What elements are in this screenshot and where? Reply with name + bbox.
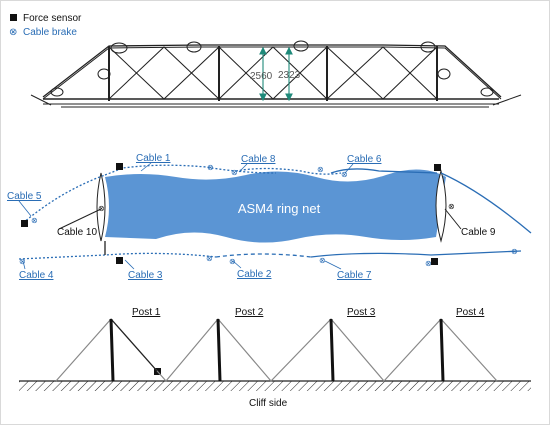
dimension-arrowhead-b-bottom <box>285 93 293 102</box>
left-post-lens <box>96 172 106 242</box>
elevation-loop-5 <box>97 68 111 80</box>
force-sensor-cable7 <box>431 258 438 265</box>
cable-3-line <box>18 252 217 260</box>
cliff-side-label: Cliff side <box>249 398 288 409</box>
cable-4-leader <box>22 260 26 270</box>
elevation-diagonals-a <box>108 46 438 100</box>
cable-3-label: Cable 3 <box>128 270 163 281</box>
elevation-loop-1 <box>110 42 128 54</box>
cable-labels: Cable 1 Cable 8 Cable 6 Cable 5 Cable 10… <box>7 153 496 281</box>
force-sensor-cable3 <box>116 257 123 264</box>
cable-6-label: Cable 6 <box>347 154 382 165</box>
lower-cables <box>18 241 522 260</box>
cable-5-leader <box>18 200 32 217</box>
label-leaders <box>18 162 354 270</box>
elevation-left-anchor <box>30 94 52 106</box>
elevation-dimensions <box>259 46 293 102</box>
cable-3-leader <box>124 259 135 270</box>
cable-5-label: Cable 5 <box>7 191 42 202</box>
ground-hatch <box>19 381 531 391</box>
section-post-1 <box>109 318 115 382</box>
post-3-label: Post 3 <box>347 307 376 318</box>
cable-9-tail <box>440 172 532 234</box>
section-post-2 <box>216 318 222 382</box>
cable-7-leader <box>324 260 342 270</box>
force-sensor-cable1 <box>116 163 123 170</box>
section-guy-lines <box>55 318 498 382</box>
post-2-label: Post 2 <box>235 307 264 318</box>
cable-7-line <box>310 250 522 258</box>
cable-brake-icon: ⊗ <box>206 254 213 263</box>
elevation-loop-2 <box>186 41 202 53</box>
cable-brake-icon: ⊗ <box>9 27 17 38</box>
cable-brake-icon: ⊗ <box>317 165 324 174</box>
dimension-arrowhead-a-top <box>259 46 267 55</box>
cable-8-label: Cable 8 <box>241 154 276 165</box>
elevation-loop-3 <box>293 40 309 52</box>
cable-brakes: ⊗ ⊗ ⊗ ⊗ ⊗ ⊗ ⊗ ⊗ ⊗ ⊗ ⊗ ⊗ ⊗ <box>19 163 518 268</box>
elevation-loop-8 <box>480 87 494 97</box>
elevation-loop-6 <box>437 68 451 80</box>
cable-8-line <box>235 167 342 175</box>
right-post-lens <box>435 169 447 243</box>
cable-2-leader <box>232 260 242 269</box>
elevation-view <box>30 40 522 108</box>
cable-brake-icon: ⊗ <box>341 170 348 179</box>
legend: Force sensor ⊗ Cable brake <box>9 13 82 38</box>
cable-2-line <box>215 253 312 258</box>
elevation-loop-4 <box>420 41 436 53</box>
cable-4-label: Cable 4 <box>19 270 54 281</box>
cable-brake-icon: ⊗ <box>31 216 38 225</box>
dimension-arrowhead-b-top <box>285 46 293 55</box>
dimension-arrowhead-a-bottom <box>259 93 267 102</box>
cable-brake-icon: ⊗ <box>229 257 236 266</box>
section-sensor-cable <box>110 318 158 372</box>
cable-brake-icon: ⊗ <box>511 247 518 256</box>
cable-6-leader <box>344 163 354 174</box>
cable-brake-icon: ⊗ <box>207 163 214 172</box>
post-4-label: Post 4 <box>456 307 485 318</box>
cable-1-line <box>104 164 277 176</box>
cable-9-leader <box>444 208 462 230</box>
cable-brake-icon: ⊗ <box>319 256 326 265</box>
elevation-right-anchor <box>492 94 522 106</box>
cable-brake-icon: ⊗ <box>231 168 238 177</box>
cable-10-label: Cable 10 <box>57 227 97 238</box>
ring-net <box>105 169 446 243</box>
cable-7-label: Cable 7 <box>337 270 372 281</box>
section-post-3 <box>329 318 335 382</box>
elevation-diagonals-b <box>108 46 438 100</box>
section-post-4 <box>439 318 445 382</box>
cable-9-label: Cable 9 <box>461 227 496 238</box>
cable-5-line <box>22 174 106 224</box>
section-posts <box>109 318 445 382</box>
cable-brake-icon: ⊗ <box>98 204 105 213</box>
cable-8-leader <box>238 163 248 173</box>
cable-1-leader <box>140 162 152 172</box>
cable-2-label: Cable 2 <box>237 269 272 280</box>
force-sensor-icon <box>10 14 17 21</box>
legend-force-sensor-label: Force sensor <box>23 13 82 24</box>
post-1-label: Post 1 <box>132 307 161 318</box>
cable-1-label: Cable 1 <box>136 153 171 164</box>
upper-cables <box>22 164 532 234</box>
cable-6-line <box>330 168 438 174</box>
force-sensor-cable5 <box>21 220 28 227</box>
ring-net-label: ASM4 ring net <box>238 201 321 216</box>
section-view: Post 1 Post 2 Post 3 Post 4 Cliff side <box>19 307 531 409</box>
section-guy-cables <box>55 318 498 382</box>
post-labels: Post 1 Post 2 Post 3 Post 4 <box>132 307 485 318</box>
legend-cable-brake-label: Cable brake <box>23 27 77 38</box>
force-sensor-cable6 <box>434 164 441 171</box>
cable-brake-icon: ⊗ <box>425 259 432 268</box>
dimension-label-a: 2560 <box>250 71 273 82</box>
dimension-label-b: 2323 <box>278 70 301 81</box>
cable-brake-icon: ⊗ <box>448 202 455 211</box>
cable-10-leader <box>58 208 102 230</box>
elevation-loop-7 <box>50 87 64 97</box>
cable-brake-icon: ⊗ <box>19 257 26 266</box>
